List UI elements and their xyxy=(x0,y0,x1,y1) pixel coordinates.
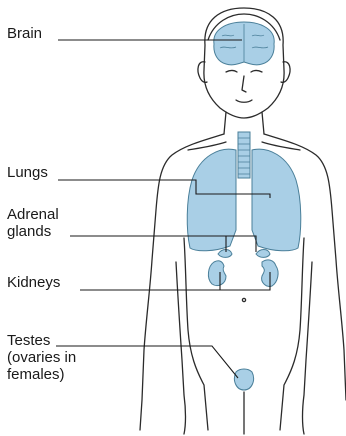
brain-label: Brain xyxy=(7,25,42,42)
testes-label: Testes (ovaries in females) xyxy=(7,332,76,383)
lungs-label: Lungs xyxy=(7,164,48,181)
leader-lines xyxy=(56,40,270,378)
brain-organ xyxy=(214,22,274,65)
kidneys-organ xyxy=(208,260,278,286)
trachea xyxy=(238,132,250,178)
testes-organ xyxy=(234,369,253,390)
adrenal-glands-label: Adrenal glands xyxy=(7,206,59,240)
kidneys-label: Kidneys xyxy=(7,274,60,291)
